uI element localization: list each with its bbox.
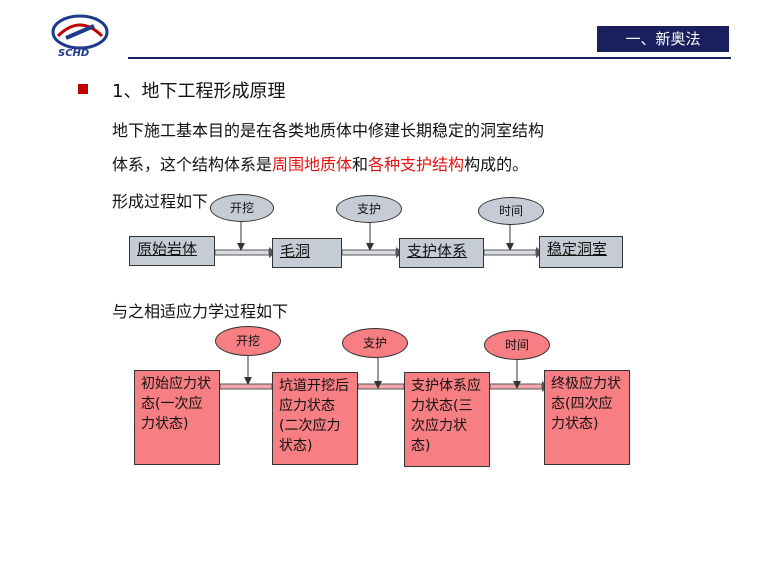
paragraph-line-3: 形成过程如下 (112, 192, 209, 211)
subheading-mechanics: 与之相适应力学过程如下 (112, 302, 289, 321)
flow1-box-rough-tunnel: 毛洞 (272, 238, 342, 268)
logo-text: SCHD (58, 48, 90, 59)
flow1-action-time: 时间 (478, 197, 544, 225)
logo: SCHD (50, 12, 110, 62)
bullet-icon (78, 84, 88, 94)
flow2-box-initial-stress: 初始应力状态(一次应力状态) (134, 370, 220, 465)
flow2-action-excavate: 开挖 (215, 326, 281, 356)
flow2-box-final-stress: 终极应力状态(四次应力状态) (544, 370, 630, 465)
flow2-box-post-excavation-stress: 坑道开挖后应力状态(二次应力状态) (272, 372, 358, 465)
flow1-action-support: 支护 (336, 195, 402, 223)
paragraph-line-1: 地下施工基本目的是在各类地质体中修建长期稳定的洞室结构 (112, 121, 545, 140)
flow1-box-stable-cavern: 稳定洞室 (539, 236, 623, 268)
section-heading: 1、地下工程形成原理 (112, 81, 286, 102)
flow2-box-support-stress: 支护体系应力状态(三次应力状态) (404, 372, 490, 467)
header-divider (128, 57, 731, 59)
section-tag: 一、新奥法 (597, 26, 729, 52)
flow2-action-time: 时间 (484, 330, 550, 360)
flow2-action-support: 支护 (342, 328, 408, 358)
flow1-box-original-rock: 原始岩体 (129, 236, 215, 266)
flow1-box-support-system: 支护体系 (399, 238, 484, 268)
paragraph-line-2: 体系，这个结构体系是周围地质体和各种支护结构构成的。 (112, 155, 529, 174)
flow1-action-excavate: 开挖 (210, 194, 274, 222)
